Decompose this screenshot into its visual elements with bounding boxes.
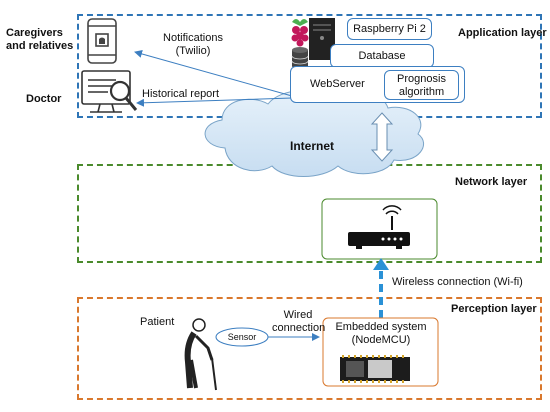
database-icon	[291, 47, 309, 69]
router-box	[321, 198, 438, 260]
sensor-label: Sensor	[227, 332, 257, 342]
wired-label: Wired connection	[272, 309, 326, 334]
internet-cloud	[204, 90, 424, 177]
nodemcu-board-icon	[340, 355, 410, 383]
wireless-arrow	[373, 258, 389, 318]
doctor-label: Doctor	[26, 93, 62, 105]
application-layer-title: Application layer	[458, 27, 547, 39]
notifications-arrow	[134, 50, 293, 97]
notifications-label: Notifications (Twilio)	[163, 32, 223, 57]
perception-layer-frame	[77, 297, 542, 400]
historical-report-label: Historical report	[142, 88, 220, 100]
wireless-label: Wireless connection (Wi-fi)	[392, 276, 523, 288]
internet-label: Internet	[290, 139, 335, 153]
phone-icon	[87, 18, 117, 64]
patient-figure-icon	[184, 318, 217, 391]
patient-label: Patient	[140, 316, 175, 328]
database-box: Database	[330, 44, 434, 68]
webserver-label: WebServer	[310, 78, 365, 90]
raspberry-pi-box: Raspberry Pi 2	[347, 18, 432, 40]
prognosis-label: Prognosis algorithm	[397, 73, 446, 98]
historical-report-arrow	[136, 97, 293, 107]
raspberry-pi-label: Raspberry Pi 2	[353, 23, 426, 35]
perception-layer-title: Perception layer	[451, 303, 537, 315]
computer-magnifier-icon	[81, 70, 138, 113]
internet-app-double-arrow	[370, 112, 394, 162]
caregivers-label: Caregivers and relatives	[6, 27, 74, 52]
prognosis-box: Prognosis algorithm	[384, 70, 459, 100]
embedded-label: Embedded system (NodeMCU)	[335, 321, 427, 346]
database-label: Database	[358, 50, 406, 62]
raspberry-pi-logo	[291, 19, 309, 47]
router-icon	[348, 205, 410, 249]
network-layer-title: Network layer	[455, 176, 528, 188]
